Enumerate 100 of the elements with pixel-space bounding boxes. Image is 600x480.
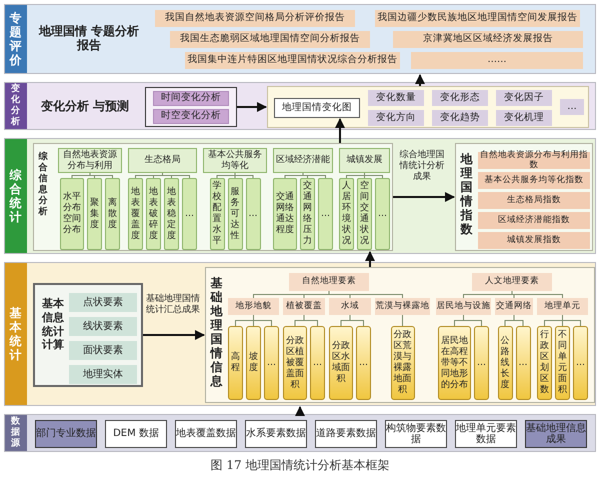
index-box: 生态格局指数 xyxy=(478,192,590,209)
report-box: 我国生态脆弱区域地理国情空间分析报告 xyxy=(170,31,370,48)
panel xyxy=(205,267,595,403)
layer-band xyxy=(4,414,596,452)
element-box: 面状要素 xyxy=(69,341,137,360)
statistic-box: 分政区植被覆盖面积 xyxy=(283,326,307,400)
change-item-box: 变化趋势 xyxy=(432,110,488,126)
change-item-box: … xyxy=(560,99,584,115)
panel-heading: 基础地理国情信息 xyxy=(210,276,223,388)
map-box: 地理国情变化图 xyxy=(274,98,360,118)
change-item-box: 变化方向 xyxy=(368,110,424,126)
arrow xyxy=(365,251,375,267)
statistic-box: … xyxy=(356,326,371,400)
layer-title: 专题评价 xyxy=(9,11,22,67)
index-box: 城镇发展指数 xyxy=(478,232,590,249)
connector-line xyxy=(90,172,113,178)
connector-line xyxy=(304,314,318,326)
data-source-box: DEM 数据 xyxy=(105,420,167,448)
arrow xyxy=(415,74,425,86)
statistic-box: … xyxy=(310,326,325,400)
indicator-box: … xyxy=(318,178,333,250)
statistic-box: 分政区水域面积 xyxy=(329,326,353,400)
connector-line xyxy=(328,290,403,298)
statistic-box: 不同单元面积 xyxy=(555,326,570,400)
element-box: 线状要素 xyxy=(69,317,137,336)
layer-band xyxy=(4,4,596,74)
category-box: 水域 xyxy=(329,298,371,315)
method-box: 时空变化分析 xyxy=(153,109,229,124)
layer-title: 变化分析 xyxy=(10,84,20,128)
figure-caption: 图 17 地理国情统计分析基本框架 xyxy=(210,457,390,474)
data-source-box: 基础地理信息成果 xyxy=(525,420,587,448)
indicator-box: 聚集度 xyxy=(87,178,102,250)
category-box: 交通网络 xyxy=(495,298,533,315)
indicator-box: 空间交通状况 xyxy=(357,178,372,250)
indicator-box: 交通网络通达程度 xyxy=(273,178,297,250)
category-box: 人文地理要素 xyxy=(472,273,552,291)
statistic-box: 公路线长度 xyxy=(498,326,512,400)
connector-line xyxy=(364,172,383,178)
report-box: 我国边疆少数民族地区地理国情空间发展报告 xyxy=(375,10,580,27)
edge-label: 综合地理国情统计分析成果 xyxy=(398,150,446,182)
statistic-box: 分政区荒漠与裸露地面积 xyxy=(390,326,414,400)
arrow xyxy=(295,406,305,416)
index-box: 区域经济潜能指数 xyxy=(478,212,590,229)
connector-line xyxy=(72,172,90,178)
panel-heading: 基本信息统计计算 xyxy=(41,297,65,352)
indicator-box: 离散度 xyxy=(105,178,120,250)
connector-line xyxy=(153,172,163,178)
connector-line xyxy=(216,172,236,178)
connector-line xyxy=(302,172,326,178)
layer-title: 数据源 xyxy=(10,416,20,450)
category-box: 城镇发展 xyxy=(339,148,390,173)
arrow xyxy=(335,118,345,143)
layer-band xyxy=(4,82,596,130)
indicator-box: 学校配置水平 xyxy=(210,178,224,250)
frame-box xyxy=(267,86,589,128)
indicator-box: 交通网络压力 xyxy=(300,178,315,250)
indicator-box: … xyxy=(375,178,390,250)
category-box: 区域经济潜能 xyxy=(273,148,333,173)
change-item-box: 变化数量 xyxy=(368,90,424,106)
frame-box xyxy=(33,283,143,387)
connector-line xyxy=(514,314,524,326)
layer-band xyxy=(4,138,596,254)
indicator-box: 地表覆盖度 xyxy=(128,178,143,250)
panel-heading: 地理国情指数 xyxy=(460,152,473,236)
arrow xyxy=(237,102,267,112)
data-source-box: 部门专业数据 xyxy=(35,420,97,448)
edge-label: 基础地理国情统计汇总成果 xyxy=(146,294,200,316)
statistic-box: … xyxy=(516,326,530,400)
report-box: 我国集中连片特困区地理国情状况综合分析报告 xyxy=(185,52,400,69)
category-box: 植被覆盖 xyxy=(283,298,325,315)
connector-line xyxy=(284,172,304,178)
indicator-box: … xyxy=(246,178,260,250)
category-box: 荒漠与裸露地 xyxy=(375,298,430,315)
panel xyxy=(33,143,393,251)
category-box: 生态格局 xyxy=(128,148,197,173)
indicator-box: 人居环境状况 xyxy=(339,178,354,250)
index-box: 基本公共服务均等化指数 xyxy=(478,172,590,189)
category-box: 基本公共服务均等化 xyxy=(203,148,267,173)
change-item-box: 变化因子 xyxy=(496,90,552,106)
element-box: 地理实体 xyxy=(69,365,137,384)
data-source-box: 地理单元要素数据 xyxy=(455,420,517,448)
connector-line xyxy=(562,314,581,326)
panel-heading: 综合信息分析 xyxy=(38,152,48,218)
report-box: 我国自然地表资源空间格局分析评价报告 xyxy=(155,10,355,27)
method-box: 时间变化分析 xyxy=(153,91,229,106)
connector-line xyxy=(512,290,563,298)
data-source-box: 地表覆盖数据 xyxy=(175,420,237,448)
arrow xyxy=(143,330,205,340)
indicator-box: … xyxy=(182,178,197,250)
connector-line xyxy=(346,172,365,178)
category-box: 地形地貌 xyxy=(228,298,279,315)
category-box: 自然地表资源分布与利用 xyxy=(58,148,122,173)
layer-title: 基本统计 xyxy=(9,306,22,362)
panel xyxy=(455,143,593,251)
category-box: 自然地理要素 xyxy=(289,273,369,291)
change-item-box: 变化形态 xyxy=(432,90,488,106)
connector-line xyxy=(402,314,403,326)
arrow xyxy=(393,192,455,202)
statistic-box: 高程 xyxy=(228,326,243,400)
connector-line xyxy=(234,172,254,178)
